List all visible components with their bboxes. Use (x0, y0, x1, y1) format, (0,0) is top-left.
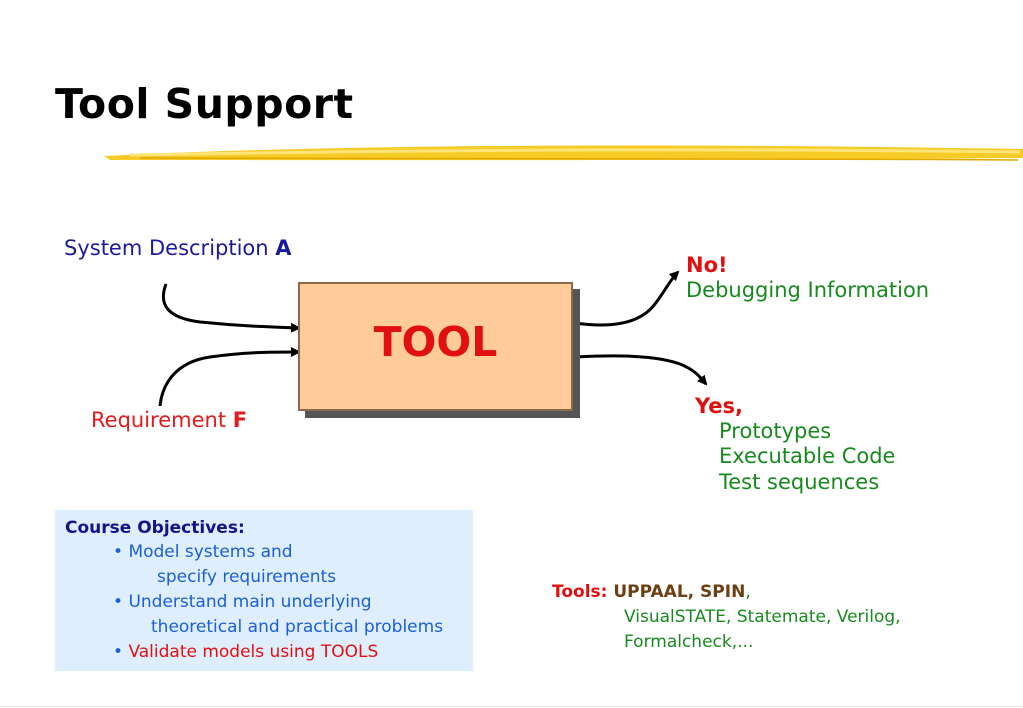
no-outcome-title: No! (686, 253, 728, 277)
objective-line: Validate models using TOOLS (128, 642, 379, 662)
yes-outcome-title: Yes, (695, 394, 895, 419)
yes-item: Executable Code (719, 444, 896, 469)
requirement-label: Requirement F (91, 408, 247, 433)
objective-item: • Validate models using TOOLS (65, 640, 463, 665)
tools-line-1: Tools: UPPAAL, SPIN, (552, 580, 901, 605)
no-outcome: No! Debugging Information (686, 253, 929, 303)
bullet-icon: • (113, 592, 124, 612)
yes-title-text: Yes (695, 394, 736, 418)
system-description-letter: A (275, 236, 292, 260)
objective-item: • Model systems and (65, 540, 463, 565)
yes-title-comma: , (735, 394, 744, 418)
objective-item: • Understand main underlying (65, 590, 463, 615)
tools-list: Tools: UPPAAL, SPIN, VisualSTATE, Statem… (552, 580, 901, 655)
bullet-icon: • (113, 542, 124, 562)
yes-item: Prototypes (719, 419, 832, 444)
title-underline-swash (104, 145, 1023, 161)
yes-outcome: Yes, Prototypes Executable Code Test seq… (695, 394, 895, 495)
system-description-text: System Description (64, 236, 276, 260)
objective-line: Model systems and (128, 542, 293, 562)
tool-box: TOOL (298, 282, 573, 411)
tools-main: UPPAAL, SPIN (613, 582, 746, 602)
bullet-icon: • (113, 642, 124, 662)
course-objectives-panel: Course Objectives: • Model systems and s… (55, 510, 473, 671)
tools-label: Tools: (552, 582, 614, 602)
no-outcome-detail: Debugging Information (686, 278, 930, 303)
arrow-requirement-to-tool (158, 347, 301, 407)
arrow-tool-to-no (574, 270, 680, 327)
objective-line: Understand main underlying (128, 592, 372, 612)
page-title: Tool Support (55, 80, 354, 128)
requirement-text: Requirement (91, 408, 233, 432)
arrow-system-to-tool (161, 283, 301, 333)
tools-line-3: Formalcheck,... (624, 632, 754, 652)
yes-item: Test sequences (719, 469, 880, 494)
bottom-divider (0, 706, 1023, 707)
tools-line-2: VisualSTATE, Statemate, Verilog, (624, 607, 901, 627)
course-objectives-heading: Course Objectives: (65, 518, 245, 538)
system-description-label: System Description A (64, 236, 292, 261)
objective-continuation: specify requirements (157, 567, 337, 587)
objective-continuation: theoretical and practical problems (151, 617, 444, 637)
requirement-letter: F (232, 408, 248, 432)
tools-comma: , (745, 582, 751, 602)
arrow-tool-to-yes (574, 354, 708, 386)
tool-box-label: TOOL (373, 317, 498, 366)
